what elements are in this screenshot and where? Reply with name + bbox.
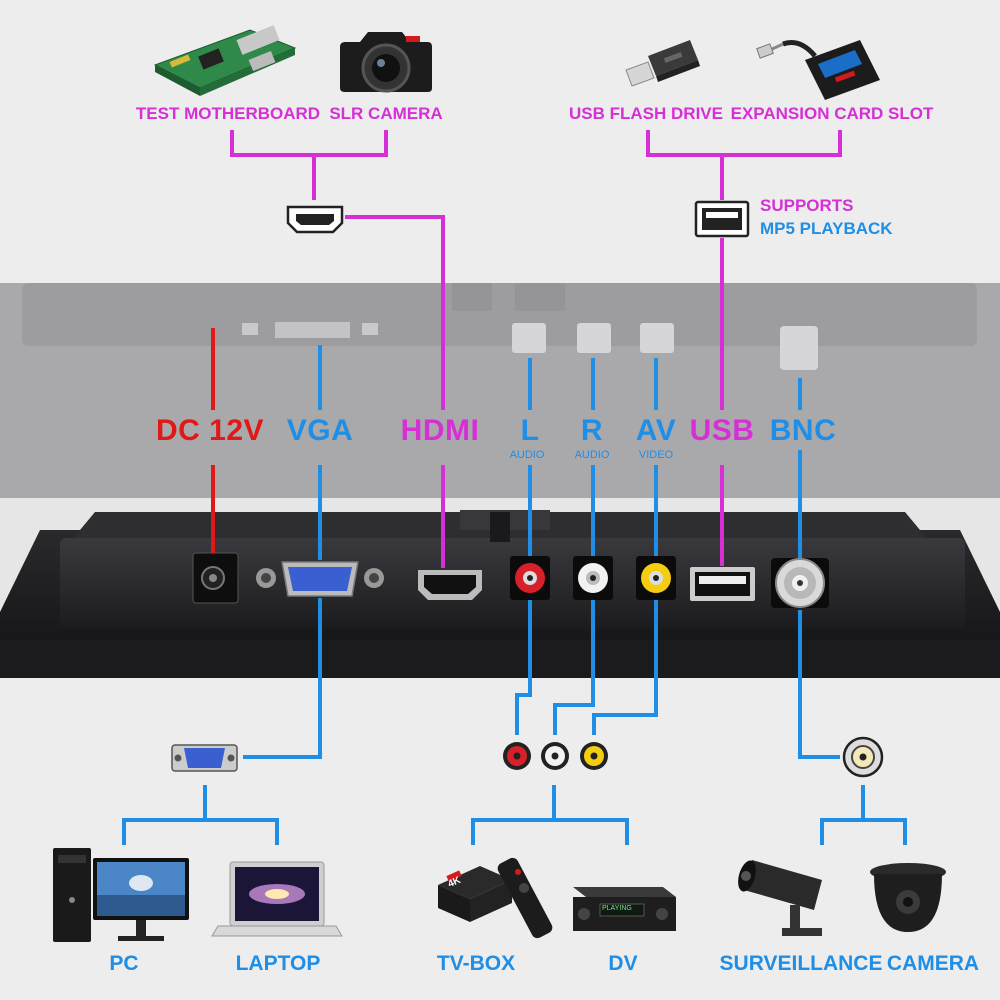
- port-label-l: L: [520, 414, 540, 447]
- label-pc: PC: [109, 952, 139, 975]
- rca-white-connector-icon: [541, 742, 569, 770]
- label-expansion-card-slot: EXPANSION CARD SLOT: [730, 104, 934, 123]
- rca-av-port: [636, 556, 676, 600]
- surveillance-camera-icon: [738, 860, 822, 936]
- port-label-bnc: BNC: [769, 414, 837, 447]
- wire-bnc-down: [798, 610, 840, 759]
- laptop-icon: [211, 861, 343, 937]
- wire-l-down: [515, 600, 532, 735]
- wire-pc-branch: [122, 818, 279, 845]
- label-slr-camera: SLR CAMERA: [329, 104, 443, 123]
- port-label-dc: DC 12V: [155, 414, 265, 447]
- usb-connector-icon: [694, 200, 750, 238]
- port-sublabel-r: AUDIO: [574, 449, 610, 461]
- port-sublabel-l: AUDIO: [509, 449, 545, 461]
- wire-hdmi: [345, 215, 445, 410]
- port-label-usb: USB: [689, 414, 755, 447]
- wire-tv-branch: [471, 818, 629, 845]
- rca-red-connector-icon: [503, 742, 531, 770]
- vga-connector-icon: [171, 744, 238, 772]
- remote-control-icon: [497, 857, 553, 939]
- slr-camera-icon: [340, 32, 432, 93]
- bnc-port: [771, 558, 829, 608]
- port-panel: [0, 498, 1000, 678]
- wire-top-right: [646, 130, 842, 157]
- wire-r-down: [553, 600, 595, 735]
- port-sublabel-av: VIDEO: [638, 449, 674, 461]
- port-label-hdmi: HDMI: [400, 414, 480, 447]
- usb-port: [690, 567, 755, 601]
- port-label-av: AV: [635, 414, 677, 447]
- wiring: [122, 130, 907, 845]
- wire-top-left: [230, 130, 388, 157]
- label-laptop: LAPTOP: [235, 952, 321, 975]
- wire-cam-branch: [820, 818, 907, 845]
- pc-monitor-icon: [93, 858, 189, 941]
- hdmi-connector-icon: [286, 205, 344, 234]
- port-label-vga: VGA: [286, 414, 354, 447]
- tv-box-icon: [438, 866, 512, 922]
- rca-yellow-connector-icon: [580, 742, 608, 770]
- rca-r-port: [573, 556, 613, 600]
- dome-camera-icon: [870, 863, 946, 932]
- label-usb-flash-drive: USB FLASH DRIVE: [569, 104, 723, 123]
- dc-jack: [192, 552, 239, 604]
- pc-tower-icon: [53, 848, 91, 942]
- label-test-motherboard: TEST MOTHERBOARD: [135, 104, 321, 123]
- monitor-back: [0, 283, 1000, 498]
- usb-note-line2: MP5 PLAYBACK: [760, 219, 893, 238]
- usb-flash-drive-icon: [625, 40, 700, 87]
- port-label-r: R: [580, 414, 604, 447]
- dv-player-icon: [573, 887, 676, 931]
- card-reader-icon: [756, 40, 880, 100]
- label-surveillance: SURVEILLANCE: [719, 952, 883, 975]
- hdmi-port: [418, 570, 482, 600]
- bnc-connector-icon: [842, 736, 884, 778]
- dv-display-text: PLAYING: [602, 905, 632, 912]
- label-tv-box: TV-BOX: [436, 952, 516, 975]
- wire-av-down: [592, 600, 658, 735]
- label-camera: CAMERA: [886, 952, 980, 975]
- motherboard-icon: [153, 25, 297, 96]
- usb-note-line1: SUPPORTS: [760, 196, 854, 215]
- vga-port: [256, 561, 384, 597]
- wire-vga-down: [243, 598, 322, 759]
- rca-l-port: [510, 556, 550, 600]
- label-dv: DV: [608, 952, 638, 975]
